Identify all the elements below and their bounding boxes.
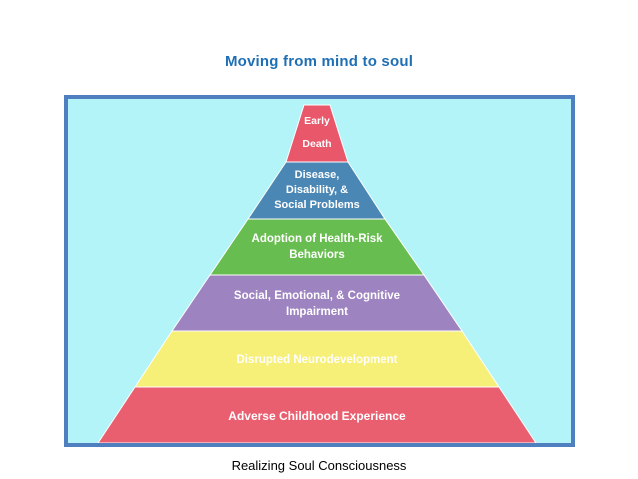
pyramid-level-neurodevelopment: Disrupted Neurodevelopment: [134, 330, 500, 388]
level-label-line: Social, Emotional, & Cognitive: [234, 290, 400, 302]
level-label-line: Disease,: [295, 169, 340, 181]
pyramid-level-health-risk: Adoption of Health-Risk Behaviors: [209, 218, 425, 276]
level-label-line: Adoption of Health-Risk: [252, 233, 384, 245]
pyramid-level-impairment: Social, Emotional, & Cognitive Impairmen…: [171, 274, 463, 332]
slide-title: Moving from mind to soul: [224, 53, 414, 70]
level-label-line: Adverse Childhood Experience: [228, 409, 406, 423]
pyramid-level-adverse-childhood: Adverse Childhood Experience: [97, 386, 537, 443]
level-shape: [171, 274, 463, 332]
level-label-line: Disability, &: [286, 184, 348, 196]
pyramid-level-disease: Disease, Disability, & Social Problems: [247, 161, 386, 220]
level-label-line: Social Problems: [274, 199, 360, 211]
pyramid-frame: Early Death Disease, Disability, & Socia…: [64, 95, 575, 447]
level-shape: [285, 104, 349, 163]
level-shape: [97, 386, 537, 443]
level-label-line: Early: [304, 115, 330, 127]
level-label-line: Disrupted Neurodevelopment: [236, 354, 397, 366]
level-label-line: Impairment: [286, 306, 348, 318]
level-label-line: Behaviors: [289, 249, 345, 261]
pyramid-level-early-death: Early Death: [285, 104, 349, 163]
level-label-line: Death: [302, 138, 331, 150]
slide-footer: Realizing Soul Consciousness: [231, 458, 407, 473]
level-shape: [209, 218, 425, 276]
pyramid-diagram: Early Death Disease, Disability, & Socia…: [97, 104, 537, 443]
